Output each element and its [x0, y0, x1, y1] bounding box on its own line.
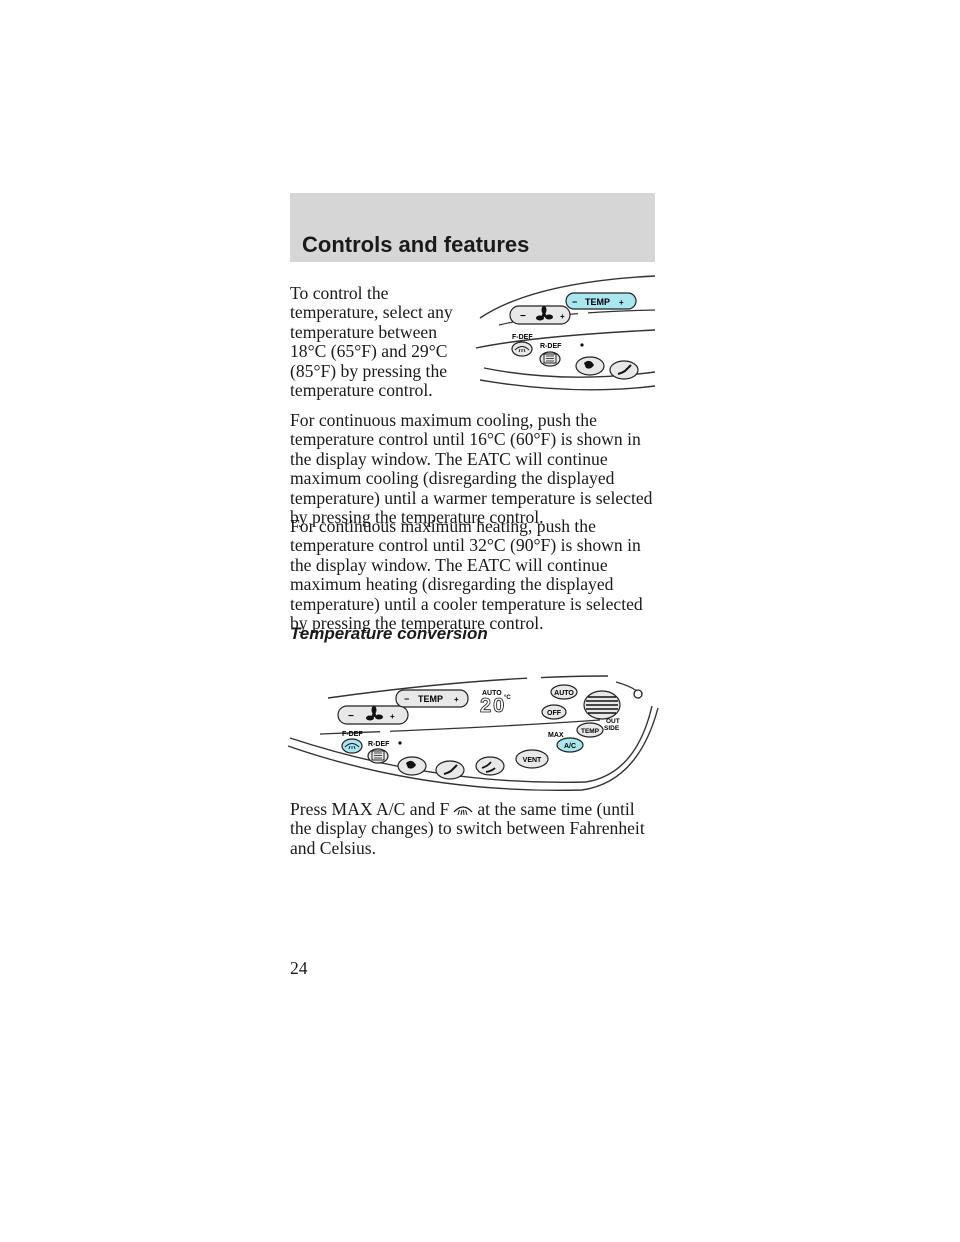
front-defrost-button[interactable] [511, 341, 533, 357]
instruction-text-end: at the same time (until the display chan… [290, 799, 645, 858]
fan-plus-label: + [390, 712, 395, 721]
auto-button[interactable]: AUTO [550, 684, 578, 700]
max-label: MAX [548, 732, 564, 739]
temp-button[interactable]: − TEMP + [565, 292, 637, 310]
paragraph-max-cooling: For continuous maximum cooling, push the… [290, 410, 653, 528]
front-defrost-button[interactable] [341, 738, 363, 754]
temp-minus-label: − [572, 297, 577, 307]
section-header: Controls and features [290, 193, 655, 262]
fan-minus-label: − [348, 711, 354, 722]
temp-label: TEMP [418, 694, 443, 704]
paragraph-temperature-range: To control the temperature, select any t… [290, 283, 453, 401]
vent-button[interactable]: VENT [515, 749, 549, 769]
floor-mode-button[interactable] [435, 760, 465, 780]
front-defrost-icon [514, 346, 530, 353]
climate-panel-small-figure: − + − TEMP + F-DEF R-DEF [475, 275, 656, 391]
vent-label: VENT [523, 757, 542, 764]
max-ac-button[interactable]: A/C [556, 737, 584, 753]
floor-mode-button[interactable] [609, 360, 639, 380]
fan-minus-label: − [520, 311, 526, 322]
airflow-floor-icon [443, 764, 458, 775]
outside-label-line1: OUT [606, 718, 620, 725]
off-label: OFF [547, 710, 562, 717]
rear-defrost-icon [371, 750, 385, 761]
fan-plus-label: + [560, 312, 565, 321]
mix-mode-button[interactable] [475, 756, 505, 776]
fdef-label: F-DEF [512, 334, 533, 341]
rdef-label: R-DEF [540, 343, 562, 350]
ac-label: A/C [564, 743, 576, 750]
rear-defrost-icon [543, 353, 557, 364]
fan-speed-button[interactable]: − + [509, 305, 571, 325]
fdef-label: F-DEF [342, 731, 363, 738]
temp-plus-label: + [454, 695, 459, 704]
rdef-indicator [398, 741, 402, 745]
climate-panel-large-figure: − + − TEMP + AUTO 20 °C AUTO OFF OUT SID… [287, 675, 659, 791]
rdef-indicator [580, 343, 584, 347]
display-unit: °C [504, 695, 511, 701]
seated-person-icon [584, 360, 594, 369]
page-number: 24 [290, 958, 308, 978]
panel-mode-button[interactable] [575, 356, 605, 376]
off-button[interactable]: OFF [541, 704, 567, 720]
rear-defrost-button[interactable] [539, 351, 561, 367]
airflow-mix-icon [481, 761, 496, 773]
front-defrost-icon [344, 743, 360, 750]
fan-icon [366, 706, 383, 721]
fan-speed-button[interactable]: − + [337, 705, 409, 725]
sensor-icon [633, 689, 643, 699]
fan-icon [536, 306, 553, 321]
temp-label: TEMP [585, 297, 610, 307]
panel-mode-button[interactable] [397, 756, 427, 776]
paragraph-max-heating: For continuous maximum heating, push the… [290, 516, 643, 634]
seated-person-icon [406, 760, 416, 769]
rear-defrost-button[interactable] [367, 748, 389, 764]
outside-temp-button[interactable]: TEMP [576, 722, 604, 738]
auto-label: AUTO [554, 690, 574, 697]
vent-grille-icon [583, 690, 621, 720]
temp-plus-label: + [619, 298, 624, 307]
temp-button[interactable]: − TEMP + [395, 689, 469, 708]
outside-temp-label: TEMP [581, 728, 600, 735]
display-mode: AUTO [482, 690, 502, 697]
temp-minus-label: − [404, 694, 409, 704]
rdef-label: R-DEF [368, 741, 390, 748]
display-value: 20 [480, 695, 506, 717]
outside-label-line2: SIDE [604, 725, 620, 732]
section-title: Controls and features [302, 232, 530, 257]
front-defrost-icon [453, 806, 473, 816]
airflow-floor-icon [617, 364, 632, 375]
temperature-display: AUTO 20 °C [480, 690, 512, 717]
subheading-temperature-conversion: Temperature conversion [290, 624, 488, 643]
instruction-text-start: Press MAX A/C and F [290, 799, 450, 819]
